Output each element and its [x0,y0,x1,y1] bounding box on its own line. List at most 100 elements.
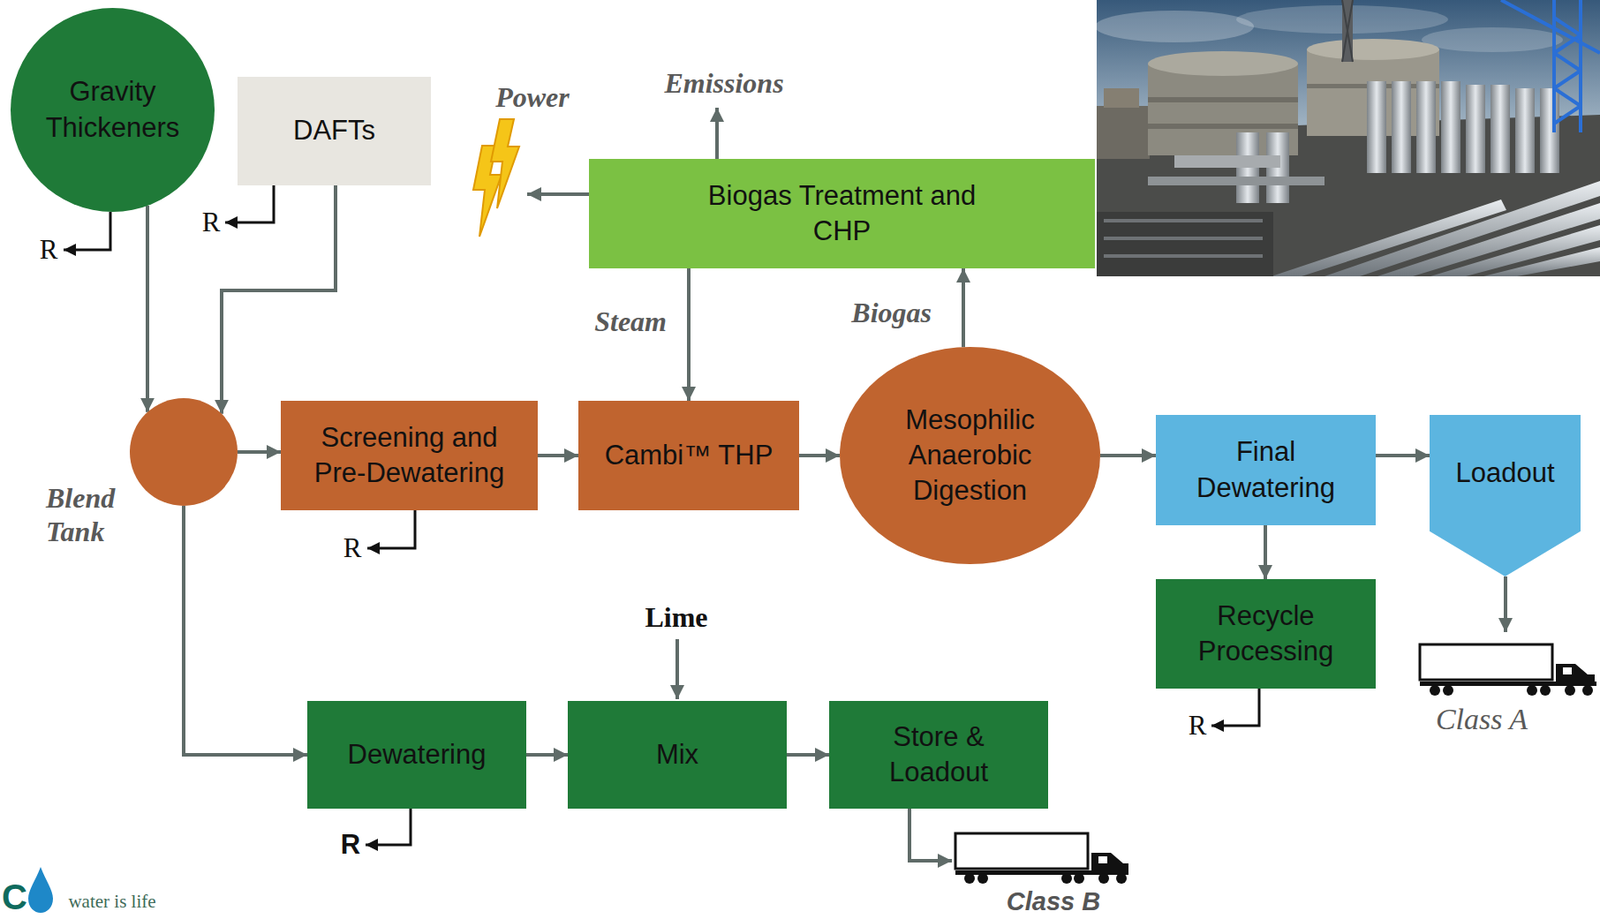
flow-connector [1375,453,1430,458]
flow-connector [1100,453,1156,458]
plant-photo-part [1103,88,1140,108]
plant-photo-part [1366,81,1387,174]
recycle-mark: R [343,533,363,564]
input-label: Lime [644,602,708,634]
node-label: Mix [656,737,699,773]
node-label: Cambi™ THP [604,437,774,474]
node-label: Final Dewatering [1177,434,1355,506]
process-box: Final Dewatering [1155,415,1376,526]
truck-class-a-part [1564,685,1576,696]
truck-class-b-part [955,833,1088,869]
power-output-part [490,119,520,209]
recycle-leaders-part [367,510,416,549]
power-output [473,119,589,237]
thickener-circle: Gravity Thickeners [10,7,215,212]
process-box: DAFTs [237,76,431,186]
logo-drop-part [28,867,53,914]
plant-photo-part [1306,38,1440,61]
plant-photo-part [1421,27,1563,53]
node-label: Loadout [1455,455,1555,491]
recycle-leaders-part [63,211,111,250]
plant-photo-part [1391,81,1412,174]
plant-photo-part [1554,0,1581,133]
plant-photo-part [1441,81,1461,174]
plant-photo-part [1483,247,1600,277]
node-label: Recycle Processing [1177,598,1355,671]
truck-class-a-part [1429,685,1441,696]
lime-arrow [677,639,679,700]
process-box: Screening and Pre-Dewatering [280,400,538,511]
plant-photo-part [1147,123,1299,129]
truck-leaders-part [909,808,952,861]
plant-photo-part [1342,0,1353,62]
plant-photo-part [1416,81,1436,174]
node-label: Dewatering [347,737,487,773]
truck-class-a-part [1555,664,1595,686]
recycle-mark: R [202,207,221,238]
output-label: Emissions [664,66,784,100]
process-box: Recycle Processing [1155,579,1376,689]
pentagon-shape [1429,415,1581,577]
truck-class-a-part [1539,685,1551,696]
plant-photo-part [1096,211,1274,277]
flow-connector [237,450,281,454]
recycle-leaders-part [225,185,274,223]
tank-circle: Blend Tank [129,398,238,506]
truck-class-a [1419,644,1597,696]
truck-class-b-part [1091,852,1129,875]
recycle-mark: R [39,234,59,265]
plant-photo-part [1147,176,1325,186]
truck-class-b-part [964,873,975,884]
node-label: Screening and Pre-Dewatering [303,420,516,492]
edge-label: Steam [594,304,667,339]
truck-class-b-part [1098,873,1110,884]
loadout-pentagon: Loadout [1429,415,1581,577]
recycle-mark: R [1188,710,1208,741]
process-box: Biogas Treatment and CHP [588,158,1095,269]
truck-class-b-part [1073,873,1085,884]
plant-photo-part [1147,97,1299,103]
emissions-arrow-part [715,107,719,159]
flow-connector [961,268,966,348]
logo-drop [28,867,53,914]
plant-photo-part [1094,10,1254,43]
flow-connector [686,268,691,401]
node-label: Biogas Treatment and CHP [692,178,993,250]
plant-photo-part [1430,225,1600,277]
truck-class-b [955,833,1129,884]
plant-photo-part [1103,220,1263,257]
flow-connector [1263,525,1268,580]
truck-class-b-part [1116,873,1127,884]
truck-class-a-part [1419,644,1553,680]
flow-connector [786,753,830,757]
truck-leaders-part [1503,576,1508,633]
recycle-leaders-part [365,808,411,846]
plant-photo-part [1490,84,1510,174]
flow-connector [221,185,336,415]
plant-photo [1094,0,1600,277]
flow-connector [183,505,308,755]
process-box: Store & Loadout [829,701,1049,809]
node-label: Gravity Thickeners [33,74,193,146]
tank-label: Blend Tank [45,481,126,550]
plant-photo-part [1271,199,1507,277]
plant-photo-part [1324,181,1600,277]
plant-photo-part [1515,88,1535,174]
truck-class-a-part [1442,685,1454,696]
recycle-mark: R [340,830,361,861]
truck-class-a-part [1582,685,1593,696]
output-label: Power [495,80,570,114]
truck-class-b-part [977,873,989,884]
truck-class-b-part [1061,873,1072,884]
lime-arrow-part [675,639,680,700]
product-class: Class B [1006,889,1101,915]
truck-class-b-part [1098,856,1108,864]
node-label: DAFTs [293,113,376,149]
flow-connector [537,453,579,458]
recycle-leaders [63,185,1260,846]
plant-photo-part [1539,88,1560,174]
process-box: Mix [567,701,787,809]
plant-photo-part [1147,51,1299,76]
plant-photo-part [1501,0,1600,53]
